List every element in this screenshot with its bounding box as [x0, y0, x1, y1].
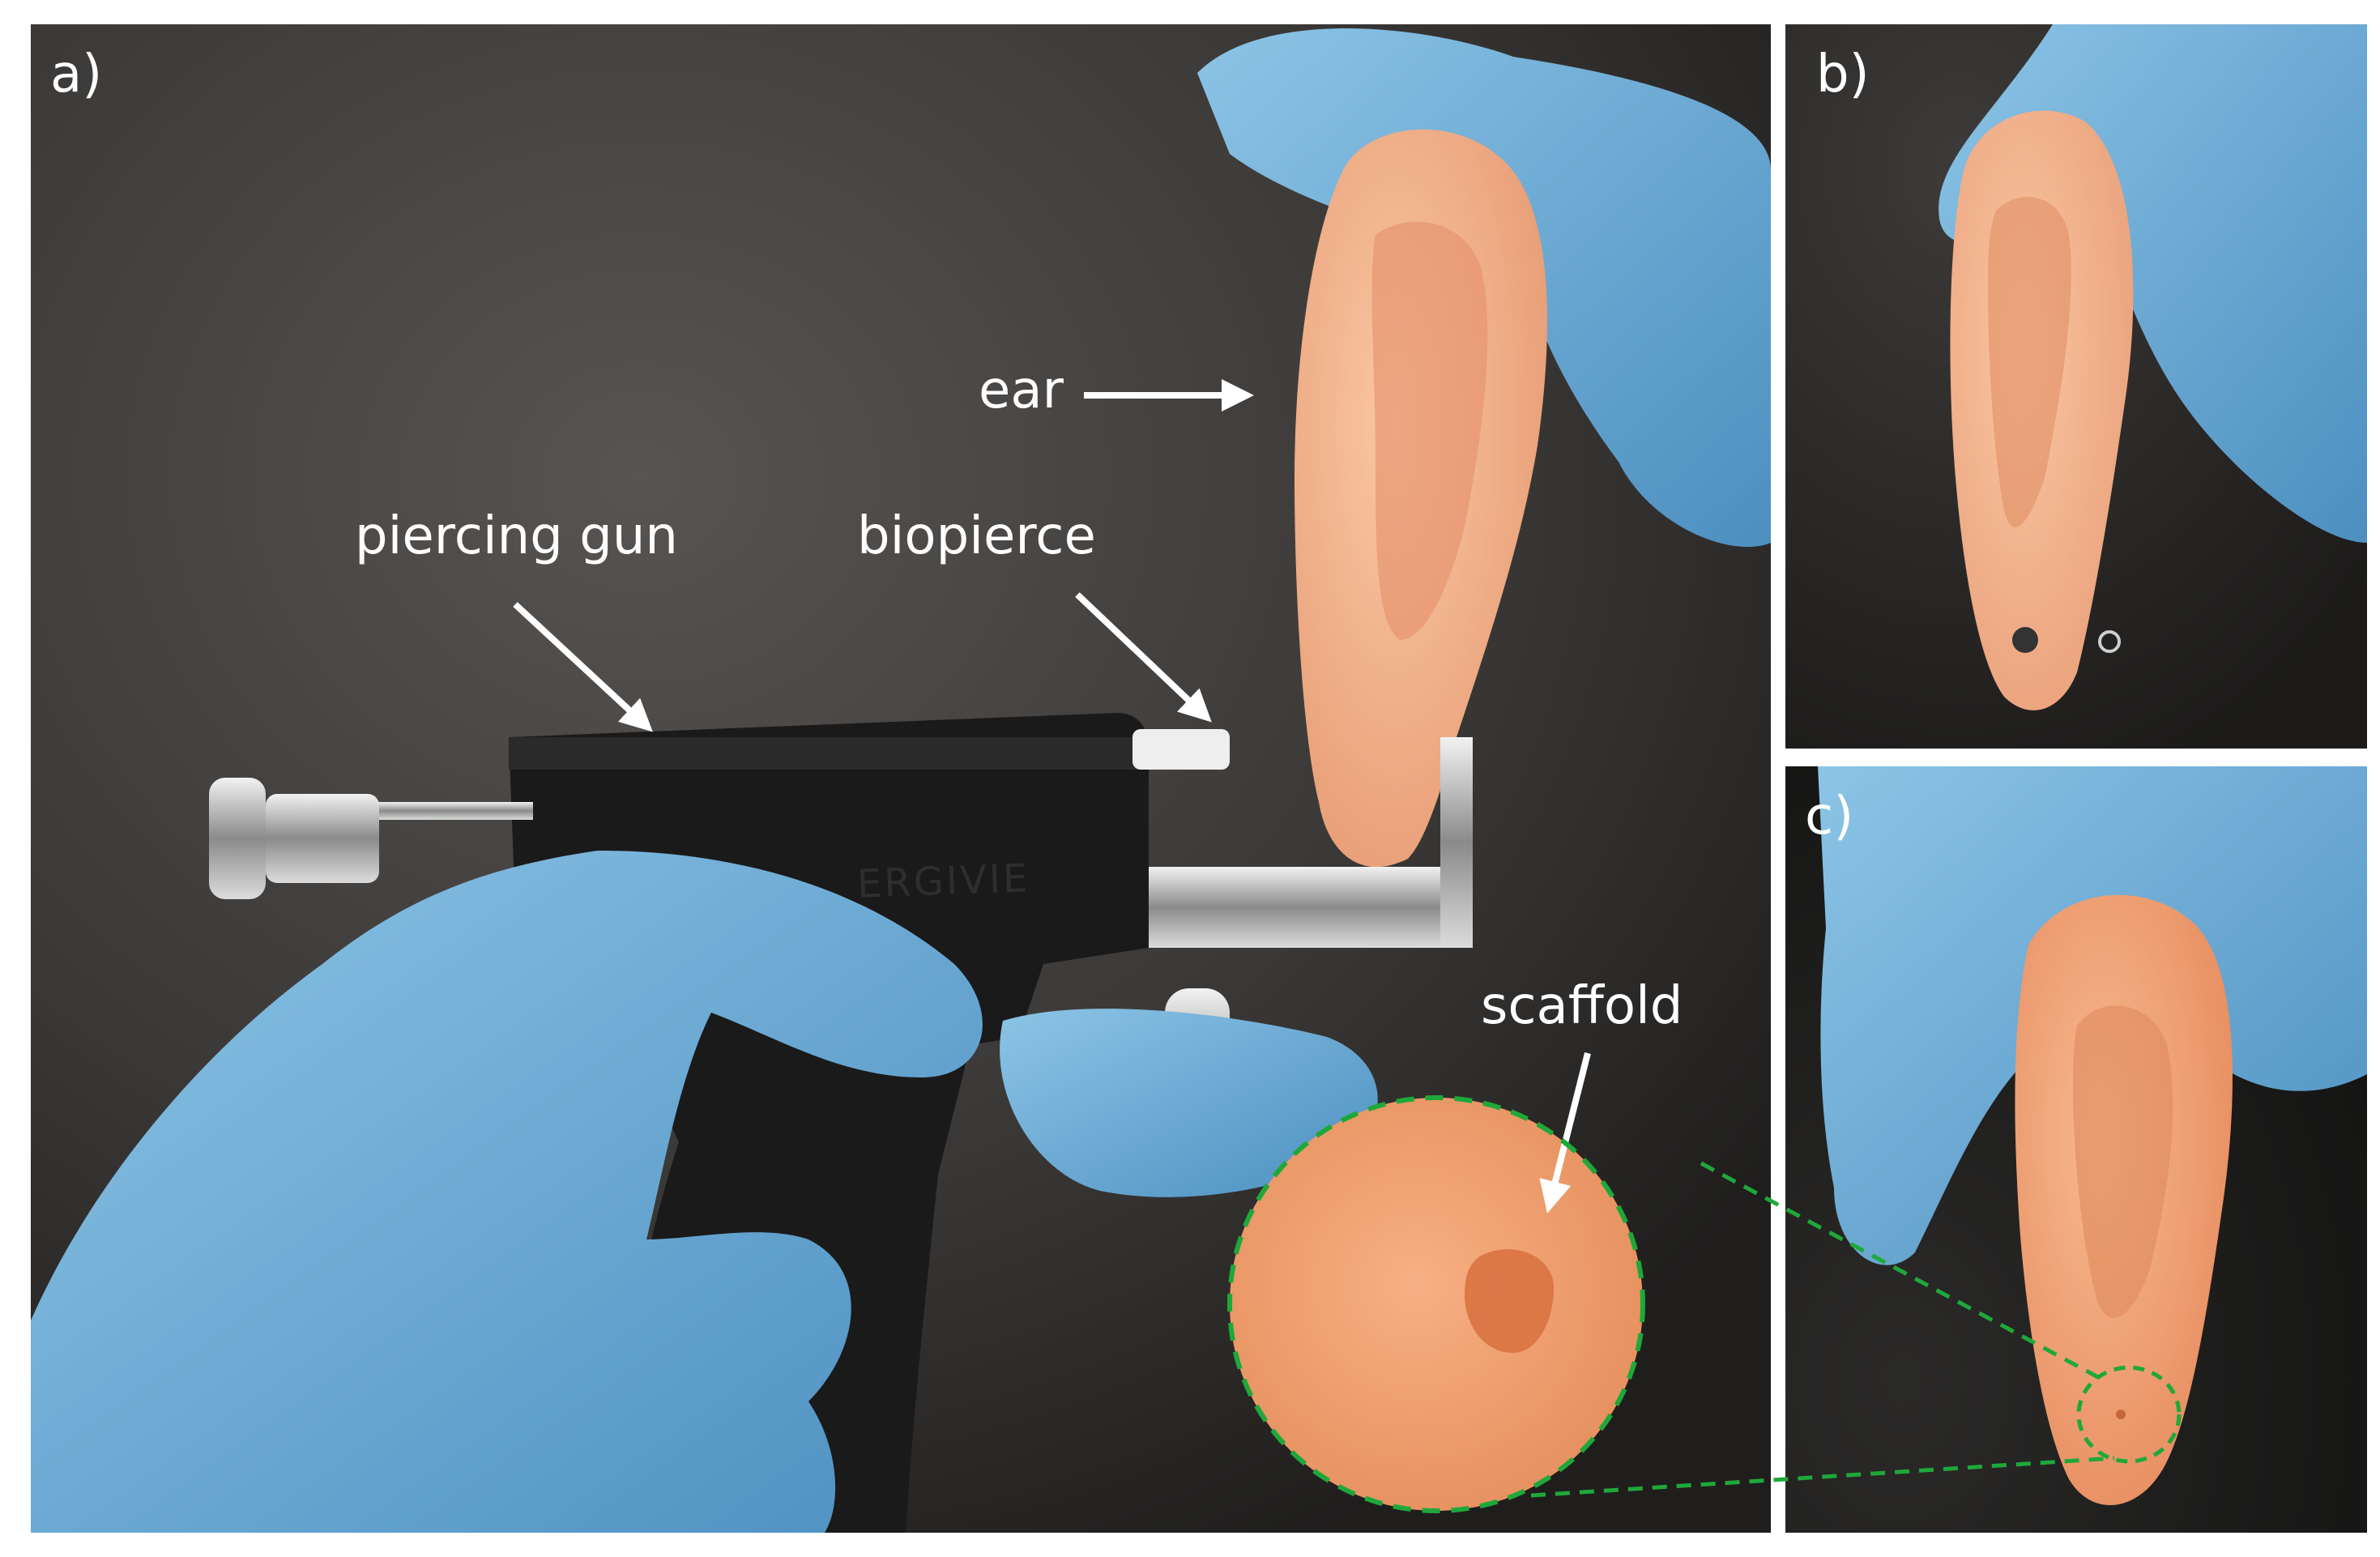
panel-c-photo [1785, 766, 2367, 1533]
piercing-gun-label: piercing gun [355, 506, 678, 566]
panel-b: b) [1785, 24, 2367, 749]
panel-c-label: c) [1805, 787, 1854, 847]
biopierce-label: biopierce [857, 506, 1096, 566]
panel-a-label: a) [50, 45, 103, 105]
panel-b-photo [1785, 24, 2367, 749]
panel-b-label: b) [1816, 45, 1870, 105]
panel-a-photo [31, 24, 1771, 1533]
embossed-brand: ERGIVIE [856, 855, 1031, 907]
panel-a: a) ear piercing gun biopierce scaffold E… [31, 24, 1771, 1533]
panel-c: c) [1785, 766, 2367, 1533]
ear-label: ear [979, 360, 1064, 420]
scaffold-label: scaffold [1481, 976, 1683, 1036]
